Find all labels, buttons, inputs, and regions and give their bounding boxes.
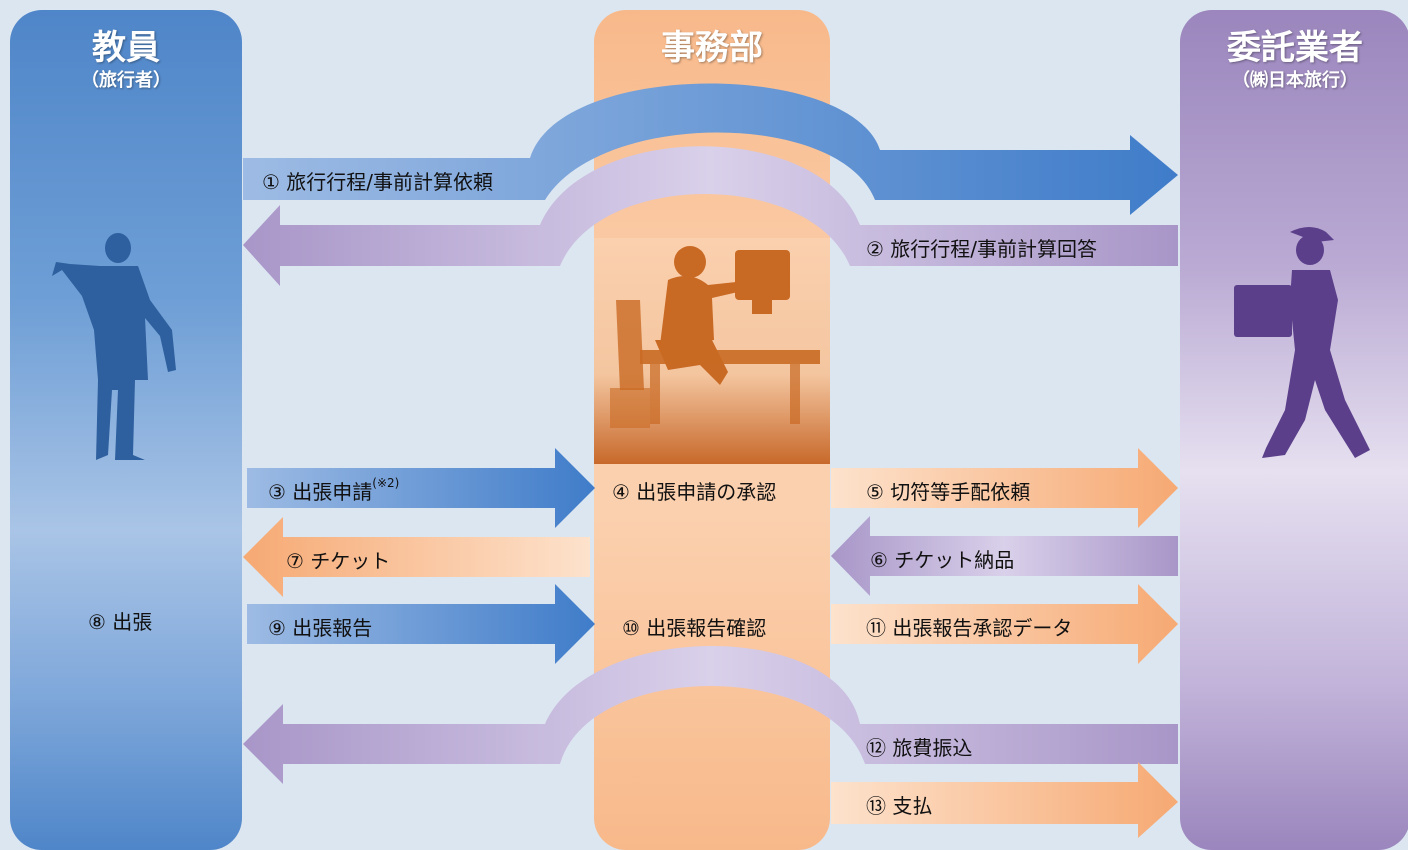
step-4-label: ④ 出張申請の承認	[612, 480, 777, 504]
teacher-header: 教員 （旅行者）	[10, 26, 242, 92]
arrow-3-application	[247, 448, 595, 528]
step-5-label: ⑤ 切符等手配依頼	[866, 480, 1031, 504]
step-7-label: ⑦ チケット	[286, 549, 391, 573]
arrow-11-approval-data	[831, 584, 1178, 664]
office-title: 事務部	[661, 28, 763, 68]
step-8-label: ⑧ 出張	[88, 610, 153, 634]
arrow-2-response	[243, 146, 1178, 286]
arrow-13-payment	[831, 762, 1178, 838]
teacher-title: 教員	[92, 28, 160, 68]
step-2-label: ② 旅行行程/事前計算回答	[866, 237, 1098, 261]
step-9-label: ⑨ 出張報告	[268, 616, 373, 640]
step-3-note: (※2)	[372, 476, 400, 490]
step-1-label: ① 旅行行程/事前計算依頼	[262, 170, 494, 194]
step-11-label: ⑪ 出張報告承認データ	[866, 616, 1073, 640]
contractor-header: 委託業者 （㈱日本旅行）	[1180, 26, 1408, 92]
office-header: 事務部	[594, 26, 830, 70]
office-worker-at-desk-icon	[610, 246, 820, 428]
contractor-title: 委託業者	[1227, 28, 1363, 68]
arrow-5-arrangement	[831, 448, 1178, 528]
arrow-9-report	[247, 584, 595, 664]
step-12-label: ⑫ 旅費振込	[866, 736, 973, 760]
step-3-label: ③ 出張申請(※2)	[268, 476, 399, 505]
courier-with-package-icon	[1234, 227, 1370, 458]
teacher-silhouette-icon	[52, 233, 176, 460]
step-10-label: ⑩ 出張報告確認	[622, 616, 767, 640]
arrow-12-transfer	[243, 646, 1178, 784]
step-13-label: ⑬ 支払	[866, 794, 933, 818]
teacher-subtitle: （旅行者）	[81, 70, 171, 91]
step-3-text: ③ 出張申請	[268, 480, 373, 504]
step-6-label: ⑥ チケット納品	[870, 548, 1015, 572]
arrow-7-ticket	[243, 517, 590, 597]
contractor-subtitle: （㈱日本旅行）	[1232, 70, 1358, 91]
arrow-6-ticket-delivery	[831, 516, 1178, 596]
arrow-1-request	[243, 83, 1178, 215]
